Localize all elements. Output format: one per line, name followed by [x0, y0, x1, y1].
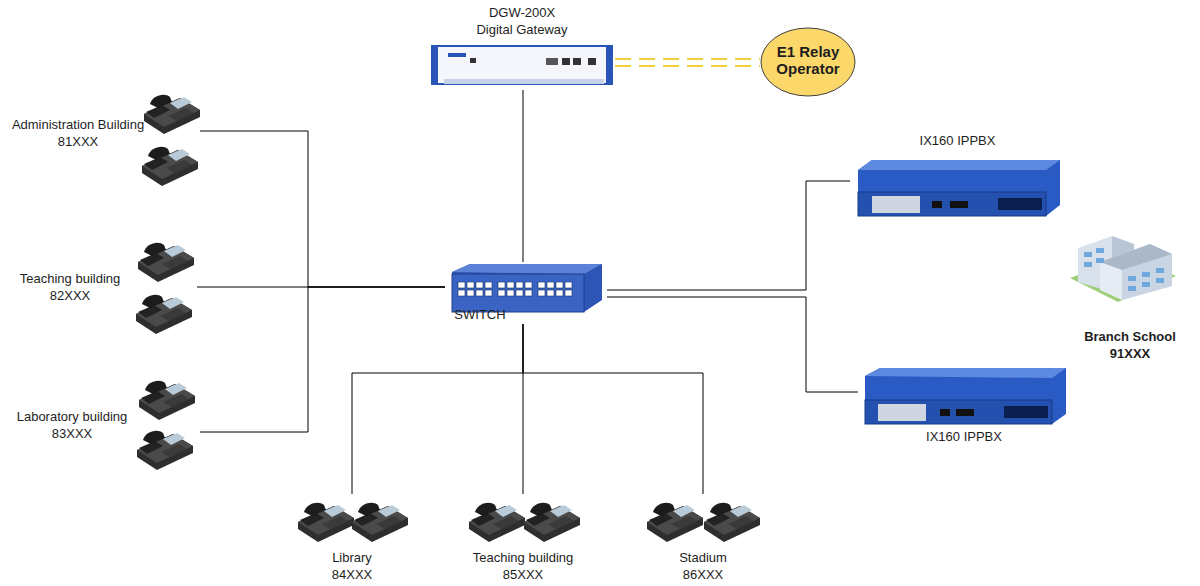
extension-range: 85XXX — [458, 566, 588, 583]
node-label: DGW-200X Digital Gateway — [472, 4, 572, 38]
network-cable — [523, 324, 703, 494]
ippbx-device — [858, 160, 1060, 216]
device-node: Teaching building85XXX — [458, 494, 588, 584]
e1-trunk-line — [615, 59, 760, 66]
device-node: Library84XXX — [294, 494, 410, 584]
device-node: Administration Building81XXX — [2, 86, 200, 184]
switch-device — [452, 264, 602, 312]
device-node: Teaching building82XXX — [2, 234, 197, 332]
operator-ellipse: E1 Relay Operator — [760, 27, 856, 97]
building-icon — [1070, 236, 1176, 302]
node-label: Laboratory building — [2, 408, 142, 425]
network-cable — [607, 297, 858, 392]
extension-range: 86XXX — [644, 566, 762, 583]
extension-range: 83XXX — [2, 425, 142, 442]
network-cable — [200, 287, 445, 432]
device-node: Stadium86XXX — [644, 494, 762, 584]
device-node: IX160 IPPBX — [858, 365, 1070, 447]
node-label: Administration Building — [2, 116, 154, 133]
network-cable — [523, 90, 524, 262]
phone-icons — [136, 95, 760, 542]
network-cable — [607, 181, 850, 290]
node-label: Teaching building — [2, 270, 138, 287]
node-label: SWITCH — [445, 306, 515, 323]
gateway-device — [432, 46, 612, 84]
node-label: E1 Relay Operator — [768, 43, 848, 77]
node-label: IX160 IPPBX — [870, 132, 1045, 149]
device-node: Laboratory building83XXX — [2, 372, 200, 470]
node-label: Branch School — [1065, 328, 1195, 345]
extension-range: 91XXX — [1065, 345, 1195, 362]
extension-range: 82XXX — [2, 287, 138, 304]
device-node: SWITCH — [445, 262, 607, 324]
extension-range: 84XXX — [294, 566, 410, 583]
node-label: Library — [294, 549, 410, 566]
ippbx-device — [865, 368, 1066, 424]
network-cable — [352, 324, 523, 494]
device-node: Branch School91XXX — [1065, 232, 1195, 364]
device-node: DGW-200X Digital Gateway — [430, 2, 615, 90]
node-label: Teaching building — [458, 549, 588, 566]
network-cable — [200, 131, 445, 287]
node-label: IX160 IPPBX — [878, 428, 1050, 445]
node-label: Stadium — [644, 549, 762, 566]
device-node: IX160 IPPBX — [850, 132, 1065, 220]
extension-range: 81XXX — [2, 133, 154, 150]
